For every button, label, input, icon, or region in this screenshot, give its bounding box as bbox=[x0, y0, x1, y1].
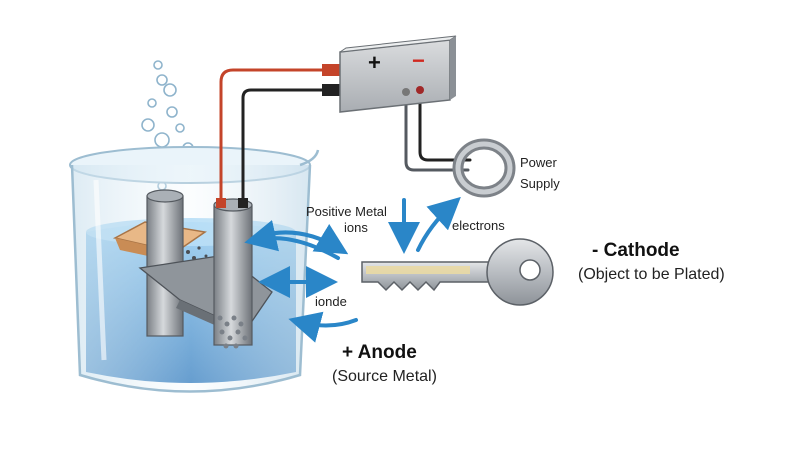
positive-metal-label-line1: Positive Metal bbox=[306, 204, 387, 219]
power-supply-coil bbox=[452, 138, 516, 198]
anode-title: + Anode bbox=[342, 342, 417, 363]
key bbox=[361, 238, 554, 306]
cathode-subtitle: (Object to be Plated) bbox=[578, 266, 725, 283]
cathode-electrode bbox=[138, 198, 273, 349]
positive-metal-label-line2: ions bbox=[344, 220, 368, 235]
flow-arrows bbox=[244, 196, 461, 343]
arrow-electrons-up bbox=[416, 196, 461, 252]
power-supply-label-line2: Supply bbox=[520, 176, 560, 191]
anode-electrode bbox=[112, 189, 208, 337]
black-plug bbox=[322, 84, 340, 96]
power-supply-box bbox=[339, 35, 457, 113]
red-clip bbox=[216, 198, 226, 208]
minus-terminal-sign: − bbox=[412, 48, 425, 73]
cathode-title: - Cathode bbox=[592, 240, 680, 261]
black-clip bbox=[238, 198, 248, 208]
wires bbox=[219, 68, 472, 207]
red-plug bbox=[322, 64, 340, 76]
power-supply-label-line1: Power bbox=[520, 155, 557, 170]
anode-subtitle: (Source Metal) bbox=[332, 368, 437, 385]
electrons-label: electrons bbox=[452, 218, 505, 233]
plus-terminal-sign: + bbox=[368, 50, 381, 75]
arrow-ions-to-anode bbox=[244, 220, 340, 260]
ionde-label: ionde bbox=[315, 294, 347, 309]
arrow-ionde bbox=[288, 311, 358, 343]
